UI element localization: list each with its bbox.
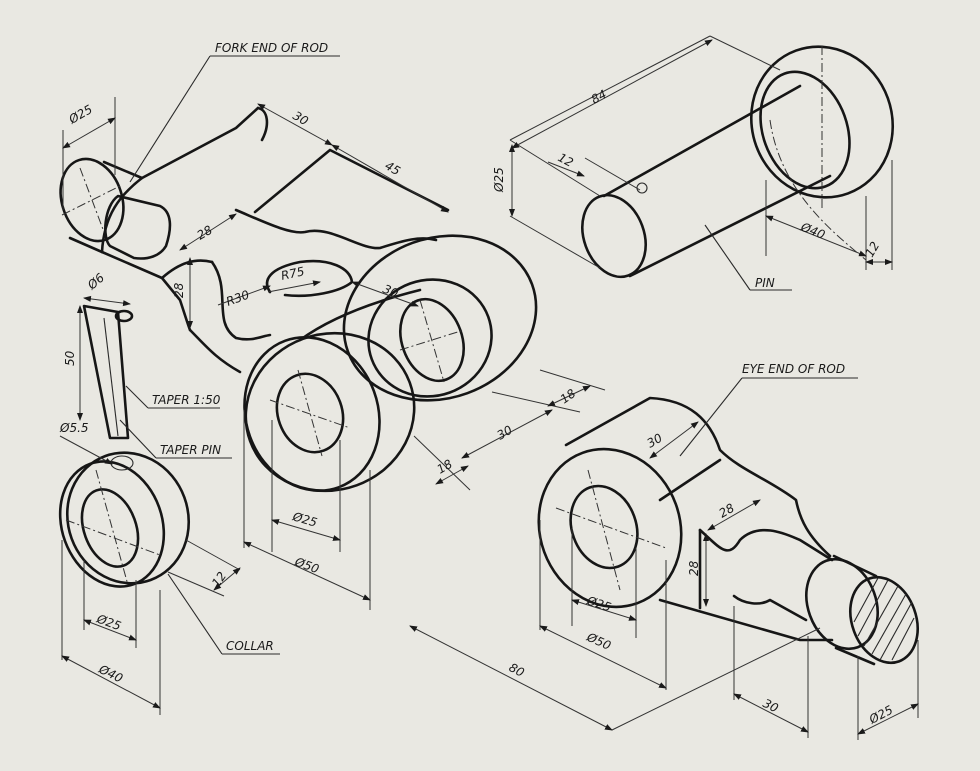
eye-rod-end: [849, 575, 919, 665]
eye-boss-top: [564, 396, 832, 558]
fork-boss-front-face: [243, 336, 381, 492]
dim-eye-rod: Ø25: [866, 703, 895, 727]
dim-fork-hole-30: 30: [381, 282, 401, 301]
dim-fork-18-right: 18: [558, 386, 579, 406]
dim-fork-rod-dia: Ø25: [66, 102, 95, 127]
label-taper-pin: TAPER PIN: [160, 443, 221, 457]
fork-boss-front-bore: [275, 372, 345, 454]
dim-eye-30: 30: [645, 431, 666, 451]
dim-fork-28b: 28: [172, 282, 186, 298]
dim-collar-12: 12: [209, 569, 229, 590]
dim-fork-boss: Ø50: [292, 554, 321, 576]
pin-head-outer: [749, 45, 895, 199]
label-collar: COLLAR: [226, 639, 274, 653]
dim-collar-bore: Ø25: [94, 611, 123, 633]
pin-head-inner: [759, 70, 851, 190]
dim-fork-30: 30: [291, 108, 312, 128]
fork-rod-top-edge: [102, 106, 260, 180]
dim-eye-30b: 30: [761, 696, 781, 715]
collar-outer: [65, 451, 191, 585]
pin-end-face: [581, 193, 647, 279]
dim-fork-45: 45: [383, 158, 403, 178]
dim-fork-r30: R30: [224, 287, 251, 308]
label-pin: PIN: [755, 276, 775, 290]
dim-fork-18-bottom: 18: [435, 457, 456, 477]
eye-boss-bore: [569, 484, 639, 570]
eye-boss-face: [537, 447, 683, 609]
dim-pin-dia: Ø25: [492, 167, 506, 193]
eye-rod-hatching: [853, 577, 915, 661]
dim-eye-28b: 28: [687, 560, 701, 576]
dim-collar-55: Ø5.5: [59, 421, 89, 435]
pin: 84 Ø25 12 Ø40 12 PIN: [492, 35, 895, 291]
collar: Ø25 Ø40 Ø5.5 12 COLLAR: [58, 421, 280, 715]
dim-taper-6: Ø6: [84, 270, 107, 293]
label-eye-end: EYE END OF ROD: [742, 362, 845, 376]
eye-end-of-rod: 30 28 28 Ø25 Ø50 80 30 Ø25 EYE END OF RO…: [409, 362, 919, 740]
dim-pin-12a: 12: [556, 150, 576, 170]
fork-rod-flat: [104, 194, 172, 260]
dim-fork-r75: R75: [280, 264, 306, 283]
collar-bore: [80, 488, 140, 568]
fork-slot: [265, 259, 354, 298]
dim-pin-12b: 12: [862, 239, 882, 259]
fork-boss-front: [244, 331, 416, 493]
dim-eye-28a: 28: [717, 501, 738, 521]
pin-shank-top: [602, 84, 802, 198]
collar-face: [58, 460, 166, 588]
fork-boss-back: [342, 234, 538, 402]
dim-fork-28a: 28: [195, 223, 216, 243]
eye-rod-collar: [805, 557, 879, 651]
dim-pin-84: 84: [589, 87, 609, 107]
dim-taper-50: 50: [63, 350, 77, 366]
fork-boss-back-inner: [367, 278, 493, 398]
dim-eye-bore: Ø25: [584, 593, 613, 614]
pin-shank-bottom: [628, 174, 832, 278]
taper-pin-body: [82, 304, 130, 440]
label-fork-end: FORK END OF ROD: [215, 41, 328, 55]
label-taper: TAPER 1:50: [152, 393, 221, 407]
taper-pin: 50 Ø6 TAPER 1:50 TAPER PIN: [63, 270, 232, 459]
dim-fork-30-gap: 30: [495, 423, 516, 443]
dim-eye-80: 80: [507, 660, 527, 680]
taper-pin-head: [114, 309, 134, 323]
fork-end-of-rod: Ø25 30 45 28 28 R30 R75 30 18 30 18 Ø25 …: [59, 41, 606, 610]
dim-fork-bore: Ø25: [290, 509, 319, 530]
pin-hole: [636, 182, 648, 194]
dim-pin-head: Ø40: [798, 219, 827, 242]
